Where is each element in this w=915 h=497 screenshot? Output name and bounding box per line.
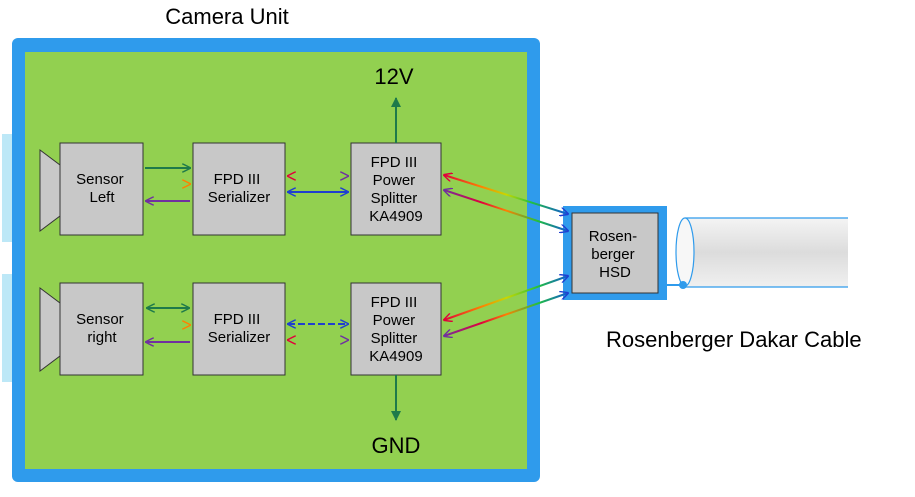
power-gnd-label: GND: [372, 433, 421, 458]
diagram-title: Camera Unit: [165, 4, 288, 29]
splitter-top-block: [350, 142, 442, 236]
serializer-bottom-label: FPD III Serializer: [208, 311, 271, 346]
lens-icon-right: [39, 287, 61, 372]
serializer-top-block: [192, 142, 286, 236]
camera-unit-board: [25, 52, 527, 469]
hsd-connector-block: [571, 212, 659, 294]
splitter-top-hsd-link-b: [444, 190, 568, 231]
splitter-bottom-hsd-link-b: [444, 293, 568, 336]
cable-label: Rosenberger Dakar Cable: [606, 327, 862, 352]
lens-icon-left: [39, 149, 61, 232]
splitter-top-label: FPD III Power Splitter KA4909: [369, 154, 422, 225]
sensor-left-block: [59, 142, 144, 236]
dakar-cable-icon: [664, 217, 848, 289]
splitter-bottom-label: FPD III Power Splitter KA4909: [369, 294, 422, 365]
sensor-right-block: [59, 282, 144, 376]
serializer-top-label: FPD III Serializer: [208, 171, 271, 206]
serializer-bottom-block: [192, 282, 286, 376]
power-12v-label: 12V: [374, 64, 413, 89]
sensor-right-label: Sensor right: [76, 311, 128, 346]
sensor-left-label: Sensor Left: [76, 171, 128, 206]
hsd-connector-label: Rosen- berger HSD: [589, 228, 642, 281]
